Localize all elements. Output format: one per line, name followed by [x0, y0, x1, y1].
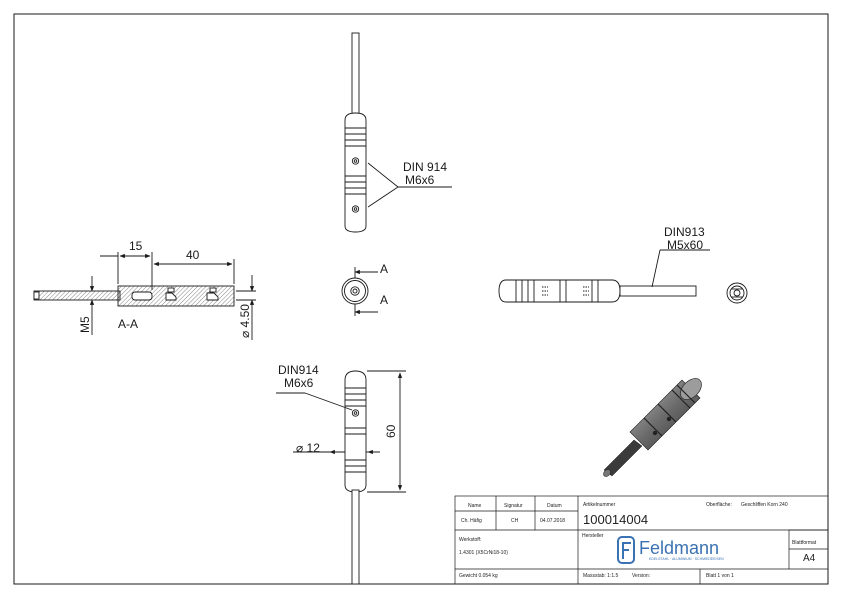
- tb-version: Version:: [632, 573, 651, 579]
- tb-scale: Massstab: 1:1.5: [583, 573, 619, 579]
- tb-manufacturer-label: Hersteller: [582, 533, 604, 539]
- section-mark-bottom: A: [380, 293, 389, 307]
- right-end-view: [726, 282, 748, 304]
- tb-article-number: 100014004: [583, 512, 649, 527]
- sheet-border: [13, 13, 829, 585]
- tb-sheet-format-value: A4: [803, 553, 816, 564]
- side-view-body: [498, 279, 621, 303]
- section-label-a-a: A-A: [118, 317, 139, 331]
- tb-signature-header: Signatur: [504, 503, 523, 509]
- dim-m5: M5: [78, 316, 92, 333]
- dim-diameter-12: ⌀ 12: [296, 441, 320, 455]
- tb-weight: Gewicht 0.054 kg: [459, 573, 498, 579]
- title-block-grid: [454, 495, 829, 585]
- tb-name-header: Name: [468, 503, 482, 509]
- side-callout-line1: DIN913: [664, 225, 705, 239]
- tb-surface-value: Geschliffen Korn 240: [741, 502, 788, 508]
- feldmann-logo-tagline: EDELSTAHL · ALUMINIUM · SCHMIEDEEISEN: [649, 557, 724, 561]
- tb-article-label: Artikelnummer: [583, 502, 616, 508]
- dim-40: 40: [186, 248, 200, 262]
- end-view: [341, 267, 378, 316]
- tb-material-value: 1.4301 (X5CrNi18-10): [459, 550, 508, 556]
- front-callout-line2: M6x6: [284, 376, 314, 390]
- section-mark-top: A: [380, 262, 389, 276]
- front-view-body: [344, 370, 367, 493]
- tb-sheet: Blatt 1 von 1: [706, 573, 734, 579]
- side-view-rod: [619, 285, 697, 297]
- top-callout-line1: DIN 914: [403, 160, 448, 174]
- dim-length-60: 60: [384, 424, 398, 438]
- section-rod: [33, 290, 121, 301]
- side-callout-line2: M5x60: [667, 238, 704, 252]
- front-callout-line1: DIN914: [278, 363, 319, 377]
- dim-diameter-4-50: ⌀ 4.50: [238, 304, 252, 338]
- top-view-body: [344, 112, 367, 233]
- section-body: [117, 285, 235, 307]
- side-view: [498, 249, 710, 303]
- tb-signature-value: CH: [511, 518, 519, 524]
- tb-material-label: Werkstoff:: [459, 537, 482, 543]
- isometric-view: [603, 378, 702, 477]
- tb-name-value: Ch. Häfig: [461, 518, 482, 524]
- front-view-rod: [351, 489, 360, 585]
- tb-sheet-format-label: Blattformat: [792, 540, 817, 546]
- dim-15: 15: [129, 239, 143, 253]
- top-view: [344, 32, 452, 233]
- tb-date-value: 04.07.2018: [540, 518, 566, 524]
- top-callout-line2: M6x6: [405, 173, 435, 187]
- tb-surface-label: Oberfläche:: [706, 502, 732, 508]
- feldmann-logo-mark: [617, 536, 635, 564]
- section-view: [33, 252, 256, 340]
- top-view-rod: [351, 32, 360, 126]
- tb-date-header: Datum: [547, 503, 562, 509]
- feldmann-logo-brand: Feldmann: [639, 538, 720, 558]
- front-view: [276, 370, 406, 585]
